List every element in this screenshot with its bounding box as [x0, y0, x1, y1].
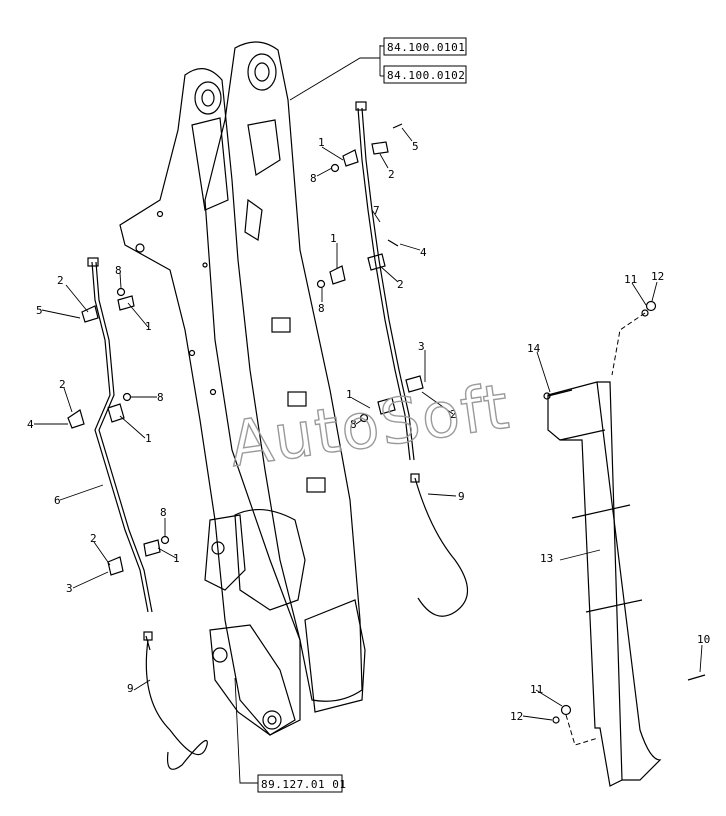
callout-12: 12: [651, 270, 664, 283]
callout-1: 1: [346, 388, 353, 401]
callout-8: 8: [115, 264, 122, 277]
reference-box-top-2[interactable]: 84.100.0102: [383, 65, 467, 84]
callout-9: 9: [127, 682, 134, 695]
callout-14: 14: [527, 342, 541, 355]
callout-labels: 1 1 1 1 1 1 2 2 2 2 2 2 3 3 4 4 5 5 6 7 …: [27, 136, 710, 723]
callout-4: 4: [27, 418, 34, 431]
left-tube-assembly: [67, 257, 170, 613]
left-hose: [143, 631, 208, 770]
callout-8: 8: [157, 391, 164, 404]
callout-8: 8: [160, 506, 167, 519]
watermark-text: AutoSoft: [225, 369, 515, 481]
callout-2: 2: [450, 408, 457, 421]
callout-12: 12: [510, 710, 523, 723]
callout-5: 5: [412, 140, 419, 153]
callout-8: 8: [318, 302, 325, 315]
reference-box-top-1[interactable]: 84.100.0101: [383, 37, 467, 56]
reference-label-top-1: 84.100.0101: [387, 41, 465, 54]
callout-1: 1: [145, 320, 152, 333]
callout-4: 4: [420, 246, 427, 259]
callout-2: 2: [388, 168, 395, 181]
reference-box-bottom[interactable]: 89.127.01 01: [257, 774, 346, 793]
callout-8: 8: [310, 172, 317, 185]
side-panel: [543, 300, 706, 787]
reference-label-bottom: 89.127.01 01: [261, 778, 346, 791]
callout-1: 1: [318, 136, 325, 149]
reference-label-top-2: 84.100.0102: [387, 69, 465, 82]
callout-3: 3: [66, 582, 73, 595]
callout-6: 6: [54, 494, 61, 507]
callout-7: 7: [373, 204, 380, 217]
callout-5: 5: [36, 304, 43, 317]
boom-assembly: [119, 41, 366, 736]
callout-2: 2: [59, 378, 66, 391]
callout-2: 2: [397, 278, 404, 291]
callout-11: 11: [530, 683, 543, 696]
callout-11: 11: [624, 273, 637, 286]
callout-13: 13: [540, 552, 553, 565]
callout-2: 2: [90, 532, 97, 545]
callout-1: 1: [330, 232, 337, 245]
callout-1: 1: [145, 432, 152, 445]
right-hose: [410, 473, 468, 617]
callout-9: 9: [458, 490, 465, 503]
right-tube-assembly: [316, 101, 424, 461]
callout-10: 10: [697, 633, 710, 646]
leader-lines: [34, 45, 703, 784]
callout-8: 8: [350, 418, 357, 431]
callout-1: 1: [173, 552, 180, 565]
callout-3: 3: [418, 340, 425, 353]
callout-2: 2: [57, 274, 64, 287]
